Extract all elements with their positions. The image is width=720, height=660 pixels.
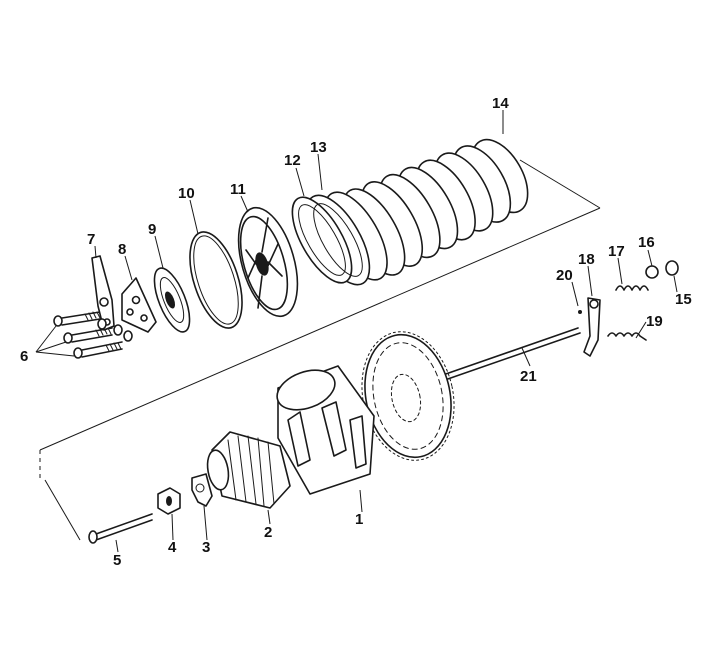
- assembly-axis-lines: [39, 159, 601, 541]
- parts-15-20-release-lever: [571, 249, 679, 357]
- callout-5: 5: [113, 552, 121, 569]
- part-21-push-rod: [439, 327, 581, 382]
- callout-19: 19: [646, 313, 663, 330]
- callout-4: 4: [168, 539, 177, 556]
- callout-8: 8: [118, 241, 126, 258]
- sprocket-wheel: [361, 331, 455, 461]
- callout-21: 21: [520, 368, 537, 385]
- part-2-inner-hub: [206, 431, 291, 525]
- callout-18: 18: [578, 251, 595, 268]
- callout-7: 7: [87, 231, 95, 248]
- part-10-ring: [189, 199, 243, 329]
- part-11-spoked-hub: [237, 195, 299, 318]
- callout-12: 12: [284, 152, 301, 169]
- part-9-disc: [153, 235, 191, 333]
- callout-20: 20: [556, 267, 573, 284]
- part-7-lever-plate: [91, 245, 115, 331]
- parts-12-14-plate-stack: [291, 110, 529, 286]
- callout-14: 14: [492, 95, 509, 112]
- part-3-tab-washer: [191, 473, 213, 541]
- callout-3: 3: [202, 539, 210, 556]
- callout-2: 2: [264, 524, 272, 541]
- callout-17: 17: [608, 243, 625, 260]
- callout-16: 16: [638, 234, 655, 251]
- callout-9: 9: [148, 221, 156, 238]
- part-1-clutch-drum: [276, 365, 375, 513]
- small-washers: [97, 318, 133, 342]
- callout-labels: 1 2 3 4 5 6 7 8 9 10 11 12 13 14 15 16 1…: [20, 95, 692, 569]
- part-4-nut: [157, 487, 181, 541]
- callout-10: 10: [178, 185, 195, 202]
- part-8-triangle-plate: [121, 255, 157, 333]
- part-5-long-bolt: [88, 513, 153, 553]
- callout-11: 11: [230, 181, 246, 198]
- callout-6: 6: [20, 348, 28, 365]
- callout-13: 13: [310, 139, 327, 156]
- callout-1: 1: [355, 511, 363, 528]
- callout-15: 15: [675, 291, 692, 308]
